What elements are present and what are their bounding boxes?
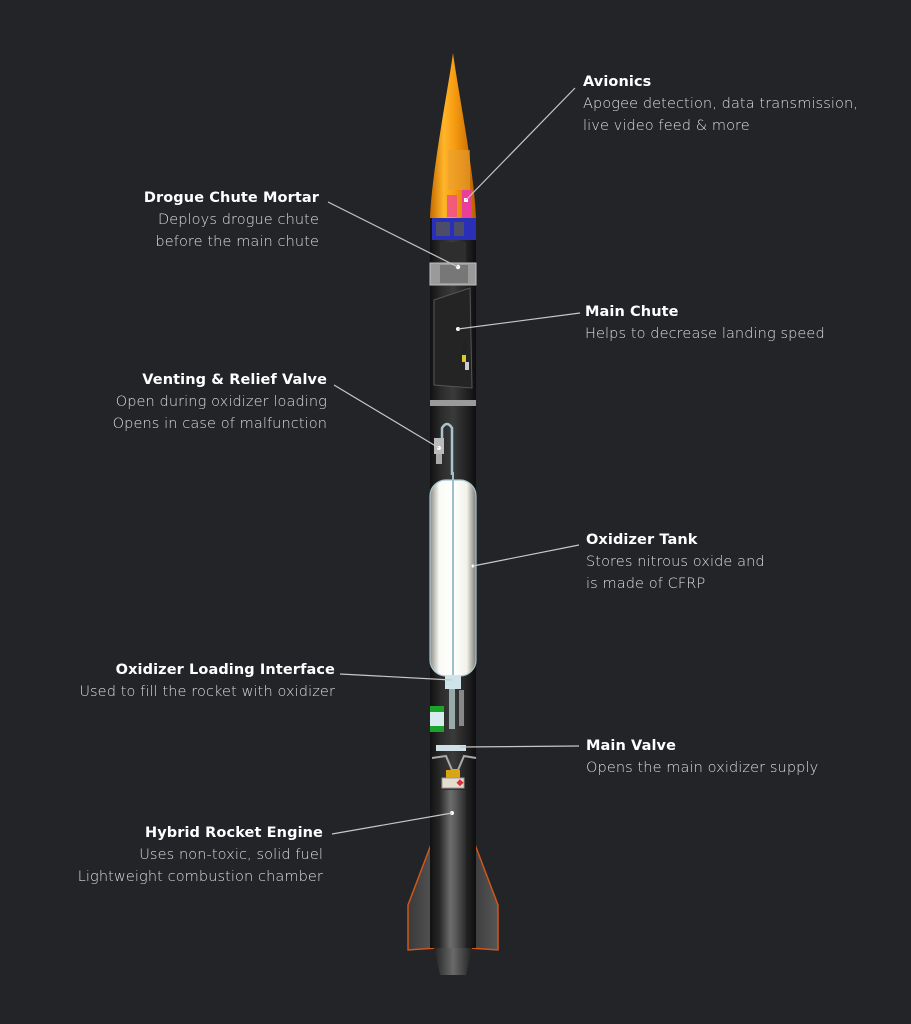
callout-title: Oxidizer Loading Interface [115, 662, 335, 678]
callout-description: Opens the main oxidizer supply [586, 760, 819, 776]
callout-oxidizer-loading-interface: Oxidizer Loading Interface Used to fill … [79, 659, 335, 703]
drogue-mortar [429, 242, 477, 286]
leader-drogue-chute-mortar [327, 201, 459, 268]
callout-description: Opens in case of malfunction [112, 416, 327, 432]
callout-title: Avionics [583, 74, 652, 90]
callout-description: Deploys drogue chute [157, 212, 319, 228]
leader-lines [327, 87, 581, 835]
callout-drogue-chute-mortar: Drogue Chute Mortar Deploys drogue chute… [144, 187, 319, 253]
callout-hybrid-rocket-engine: Hybrid Rocket Engine Uses non-toxic, sol… [78, 822, 323, 888]
callout-title: Main Chute [585, 304, 679, 320]
callout-description: before the main chute [155, 234, 319, 250]
callout-description: Used to fill the rocket with oxidizer [79, 684, 335, 700]
callout-title: Main Valve [586, 738, 677, 754]
callout-description: Helps to decrease landing speed [585, 326, 825, 342]
leader-hybrid-rocket-engine [331, 812, 453, 835]
main-chute-bay [430, 287, 476, 406]
callout-description: is made of CFRP [586, 576, 706, 592]
callout-description: Lightweight combustion chamber [77, 869, 323, 885]
callout-description: Uses non-toxic, solid fuel [139, 847, 323, 863]
loading-interface [445, 675, 464, 729]
main-valve [430, 706, 477, 789]
callout-title: Venting & Relief Valve [142, 372, 327, 388]
leader-oxidizer-tank [472, 544, 580, 567]
callout-title: Oxidizer Tank [586, 532, 698, 548]
callout-avionics: Avionics Apogee detection, data transmis… [583, 71, 858, 137]
callout-main-valve: Main Valve Opens the main oxidizer suppl… [586, 735, 818, 779]
leader-venting-relief-valve [333, 384, 440, 449]
callout-description: Open during oxidizer loading [115, 394, 327, 410]
leader-oxidizer-loading-interface [339, 673, 453, 681]
callout-description: Stores nitrous oxide and [586, 554, 765, 570]
oxidizer-tank [429, 472, 477, 677]
callout-title: Hybrid Rocket Engine [144, 825, 323, 841]
leader-main-chute [457, 312, 581, 330]
leader-main-valve [459, 745, 580, 748]
callout-description: Apogee detection, data transmission, [583, 96, 858, 112]
combustion-chamber [440, 790, 466, 948]
callout-main-chute: Main Chute Helps to decrease landing spe… [585, 301, 825, 345]
tail-nozzle [434, 948, 472, 975]
callout-venting-relief-valve: Venting & Relief Valve Open during oxidi… [113, 369, 327, 435]
leader-avionics [465, 87, 576, 201]
callout-oxidizer-tank: Oxidizer Tank Stores nitrous oxide and i… [586, 529, 765, 595]
callout-description: live video feed & more [583, 118, 750, 134]
callout-title: Drogue Chute Mortar [143, 190, 319, 206]
